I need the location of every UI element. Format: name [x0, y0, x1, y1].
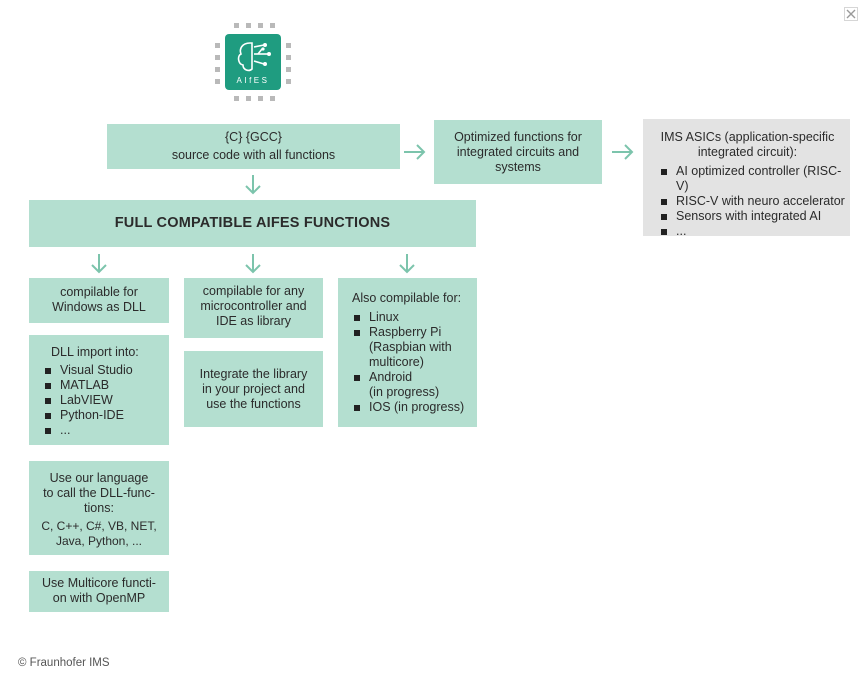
list-item: ...	[43, 423, 169, 438]
copyright-text: © Fraunhofer IMS	[18, 657, 110, 669]
language-title: Use our language to call the DLL-func- t…	[43, 471, 155, 515]
chip-brain-icon: AIfES	[215, 23, 291, 101]
ims-asics-title: IMS ASICs (application-specific integrat…	[660, 130, 835, 159]
logo-text: AIfES	[237, 76, 270, 85]
optimized-functions-text: Optimized functions for integrated circu…	[454, 130, 582, 174]
list-item: LabVIEW	[43, 393, 169, 408]
also-compilable-title: Also compilable for:	[352, 291, 462, 305]
also-compilable-list: Linux Raspberry Pi(Raspbian with multico…	[352, 310, 477, 415]
ims-asics-list: AI optimized controller (RISC-V) RISC-V …	[659, 164, 850, 239]
optimized-functions-box: Optimized functions for integrated circu…	[434, 120, 602, 184]
dll-import-list: Visual Studio MATLAB LabVIEW Python-IDE …	[43, 363, 169, 438]
list-item: Sensors with integrated AI	[659, 209, 850, 224]
also-compilable-box: Also compilable for: Linux Raspberry Pi(…	[338, 278, 477, 427]
list-item: Raspberry Pi(Raspbian with multicore)	[352, 325, 477, 370]
microcontroller-box: compilable for any microcontroller and I…	[184, 278, 323, 338]
microcontroller-text: compilable for any microcontroller and I…	[200, 284, 307, 328]
full-compatible-box: FULL COMPATIBLE AIFES FUNCTIONS	[29, 200, 476, 247]
close-icon[interactable]	[844, 7, 858, 21]
arrow-right-icon	[612, 144, 634, 160]
list-item: Linux	[352, 310, 477, 325]
list-item: ...	[659, 224, 850, 239]
arrow-right-icon	[404, 144, 426, 160]
arrow-down-icon	[245, 254, 261, 274]
full-compatible-title: FULL COMPATIBLE AIFES FUNCTIONS	[114, 215, 391, 231]
list-item: Python-IDE	[43, 408, 169, 423]
arrow-down-icon	[399, 254, 415, 274]
list-item: Visual Studio	[43, 363, 169, 378]
dll-import-box: DLL import into: Visual Studio MATLAB La…	[29, 335, 169, 445]
multicore-text: Use Multicore functi- on with OpenMP	[42, 576, 156, 605]
list-item: IOS (in progress)	[352, 400, 477, 415]
dll-import-title: DLL import into:	[51, 345, 139, 359]
aifes-logo: AIfES	[212, 23, 294, 101]
source-code-line1: {C} {GCC}	[225, 130, 282, 144]
multicore-box: Use Multicore functi- on with OpenMP	[29, 571, 169, 612]
list-item: MATLAB	[43, 378, 169, 393]
windows-dll-text: compilable for Windows as DLL	[52, 285, 146, 314]
integrate-library-text: Integrate the library in your project an…	[199, 367, 308, 411]
list-item: AI optimized controller (RISC-V)	[659, 164, 850, 194]
windows-dll-box: compilable for Windows as DLL	[29, 278, 169, 323]
arrow-down-icon	[245, 175, 261, 195]
arrow-down-icon	[91, 254, 107, 274]
language-box: Use our language to call the DLL-func- t…	[29, 461, 169, 555]
integrate-library-box: Integrate the library in your project an…	[184, 351, 323, 427]
ims-asics-box: IMS ASICs (application-specific integrat…	[643, 119, 850, 239]
list-item: Android(in progress)	[352, 370, 477, 400]
language-list: C, C++, C#, VB, NET, Java, Python, ...	[41, 519, 157, 548]
list-item: RISC-V with neuro accelerator	[659, 194, 850, 209]
source-code-line2: source code with all functions	[171, 148, 336, 162]
source-code-box: {C} {GCC} source code with all functions	[107, 124, 400, 169]
